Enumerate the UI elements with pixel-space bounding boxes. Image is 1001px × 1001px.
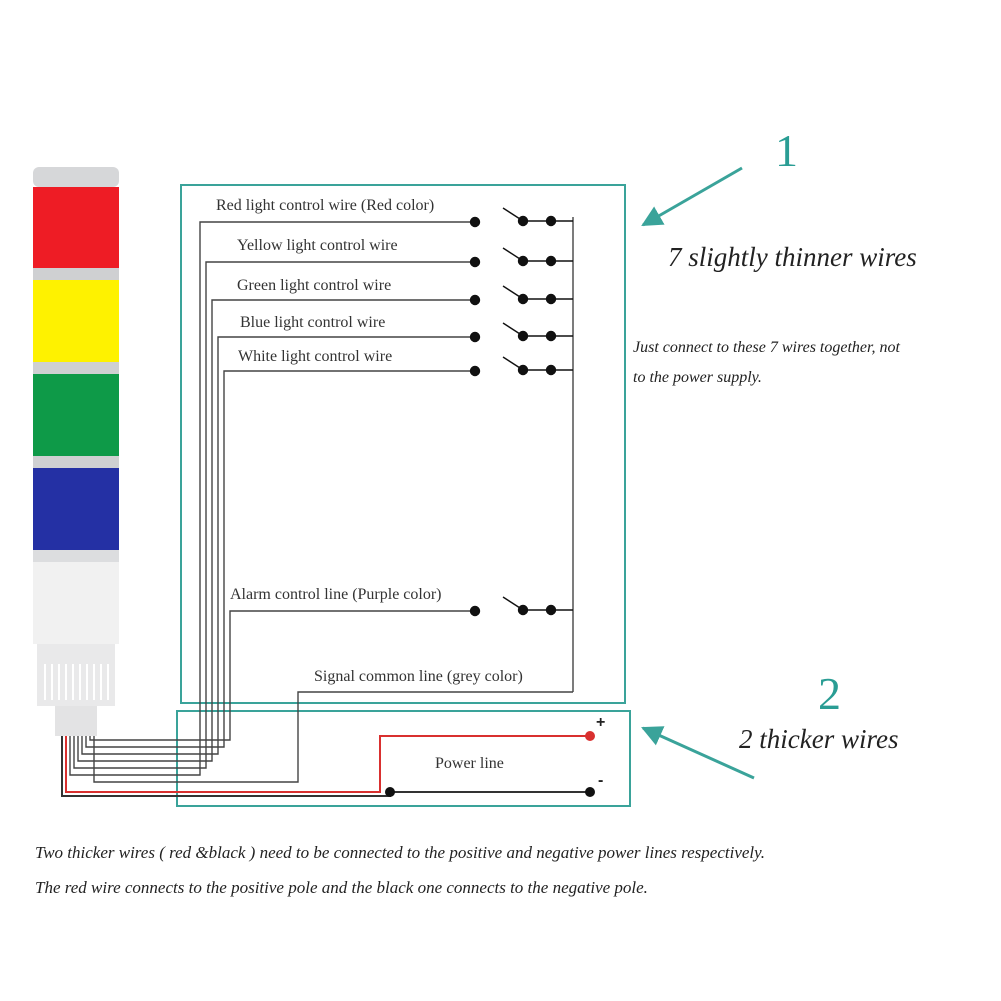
switch-blue [469,322,573,343]
callout-1-number: 1 [775,125,798,176]
label-signal-common-line: Signal common line (grey color) [314,668,523,685]
callout-1-note-line1: Just connect to these 7 wires together, … [633,339,900,356]
tower-segment-blue [33,468,119,550]
label-yellow-control-wire: Yellow light control wire [237,237,398,254]
tower-base [37,644,115,706]
power-wires-box [176,710,631,807]
tower-segment-red [33,187,119,268]
callout-2-text: 2 thicker wires [739,724,898,754]
label-white-control-wire: White light control wire [238,348,392,365]
switches [469,207,573,617]
power-junction [385,787,395,797]
callout-1-text: 7 slightly thinner wires [668,242,917,272]
label-negative-pole: - [598,772,603,789]
label-positive-pole: + [596,714,605,731]
tower-separator [33,362,119,374]
callout-1-note-line2: to the power supply. [633,369,762,386]
bottom-note-line1: Two thicker wires ( red &black ) need to… [35,843,765,862]
label-red-control-wire: Red light control wire (Red color) [216,197,434,214]
bottom-note-line2: The red wire connects to the positive po… [35,878,648,897]
control-wire-bundle [69,221,573,783]
switch-alarm [469,596,573,617]
label-power-line: Power line [435,755,504,772]
tower-segment-green [33,374,119,456]
tower-separator [33,456,119,468]
callout-1-arrow [641,166,743,227]
switch-white [469,356,573,377]
switch-green [469,285,573,306]
callout-2-number: 2 [818,668,841,719]
tower-segment-yellow [33,280,119,362]
tower-neck [55,706,97,736]
label-blue-control-wire: Blue light control wire [240,314,385,331]
power-wires [61,735,590,797]
tower-light [33,167,119,736]
control-wires-box [180,184,626,704]
power-negative-terminal [585,787,595,797]
tower-segment-white [33,562,119,644]
tower-separator [33,268,119,280]
callout-2-arrow [641,726,755,780]
power-positive-terminal [585,731,595,741]
switch-yellow [469,247,573,268]
tower-separator [33,550,119,562]
label-alarm-control-line: Alarm control line (Purple color) [230,586,442,603]
label-green-control-wire: Green light control wire [237,277,391,294]
tower-top-cap [33,167,119,187]
tower-base-ribs [44,664,109,700]
switch-red [469,207,573,228]
